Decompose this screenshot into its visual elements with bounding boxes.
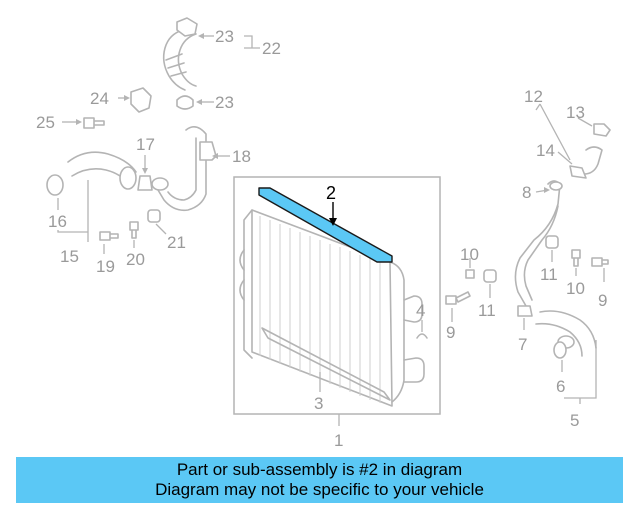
label-17: 17 — [136, 135, 155, 154]
o-ring-16 — [46, 174, 64, 196]
clamp-7 — [517, 305, 533, 317]
assembly-frame — [233, 176, 441, 415]
bolt-10-right — [571, 249, 581, 267]
nut-11-left — [483, 269, 497, 283]
label-16: 16 — [48, 212, 67, 231]
part-2-seal-strip[interactable] — [258, 187, 393, 263]
hose-15 — [67, 151, 137, 190]
bracket-18 — [199, 141, 217, 161]
hose-14 — [583, 146, 603, 175]
label-3: 3 — [314, 394, 323, 413]
label-10-right: 10 — [566, 279, 585, 298]
bolt-10-left — [465, 269, 475, 279]
label-10-left: 10 — [460, 245, 479, 264]
label-24: 24 — [90, 89, 109, 108]
intercooler-core — [239, 209, 425, 407]
label-23-top: 23 — [215, 27, 234, 46]
pipe-18 — [151, 126, 207, 212]
bolt-9-left — [445, 291, 471, 305]
o-ring-6 — [553, 341, 567, 359]
bolt-9-right — [591, 257, 609, 267]
label-14: 14 — [536, 141, 555, 160]
label-22: 22 — [262, 39, 281, 58]
pipe-8 — [514, 180, 563, 307]
label-20: 20 — [126, 250, 145, 269]
bolt-25 — [83, 117, 105, 129]
nut-21 — [147, 209, 161, 223]
hose-22 — [162, 29, 197, 91]
label-13: 13 — [566, 103, 585, 122]
label-12: 12 — [524, 87, 543, 106]
label-1: 1 — [334, 431, 343, 450]
clamp-13 — [593, 123, 611, 137]
label-21: 21 — [167, 233, 186, 252]
label-4: 4 — [416, 301, 425, 320]
label-9-right: 9 — [598, 291, 607, 310]
banner-line-1: Part or sub-assembly is #2 in diagram — [176, 460, 463, 479]
label-25: 25 — [36, 113, 55, 132]
leader-12 — [535, 103, 571, 161]
sensor-24 — [130, 87, 152, 113]
label-2: 2 — [326, 183, 336, 203]
label-6: 6 — [556, 377, 565, 396]
bolt-19 — [99, 231, 119, 241]
bolt-20 — [129, 221, 139, 239]
label-23-lower: 23 — [215, 93, 234, 112]
label-11-left: 11 — [478, 301, 496, 320]
clamp-14 — [569, 165, 587, 179]
label-15: 15 — [60, 247, 79, 266]
clamp-23-lower — [176, 95, 194, 110]
label-18: 18 — [232, 147, 251, 166]
label-7: 7 — [518, 335, 527, 354]
label-19: 19 — [96, 257, 115, 276]
sensor-17 — [137, 175, 153, 191]
label-5: 5 — [570, 411, 579, 430]
label-8: 8 — [522, 183, 531, 202]
banner-line-2: Diagram may not be specific to your vehi… — [155, 480, 484, 499]
info-banner: Part or sub-assembly is #2 in diagram Di… — [16, 457, 623, 503]
nut-11-right — [545, 235, 559, 249]
label-11-right: 11 — [540, 265, 558, 284]
clamp-23-top — [176, 17, 198, 37]
label-9-left: 9 — [446, 323, 455, 342]
parts-diagram: 2 1 3 4 23 22 23 24 25 16 15 17 — [36, 17, 611, 450]
leader-2-arrow — [329, 218, 337, 226]
